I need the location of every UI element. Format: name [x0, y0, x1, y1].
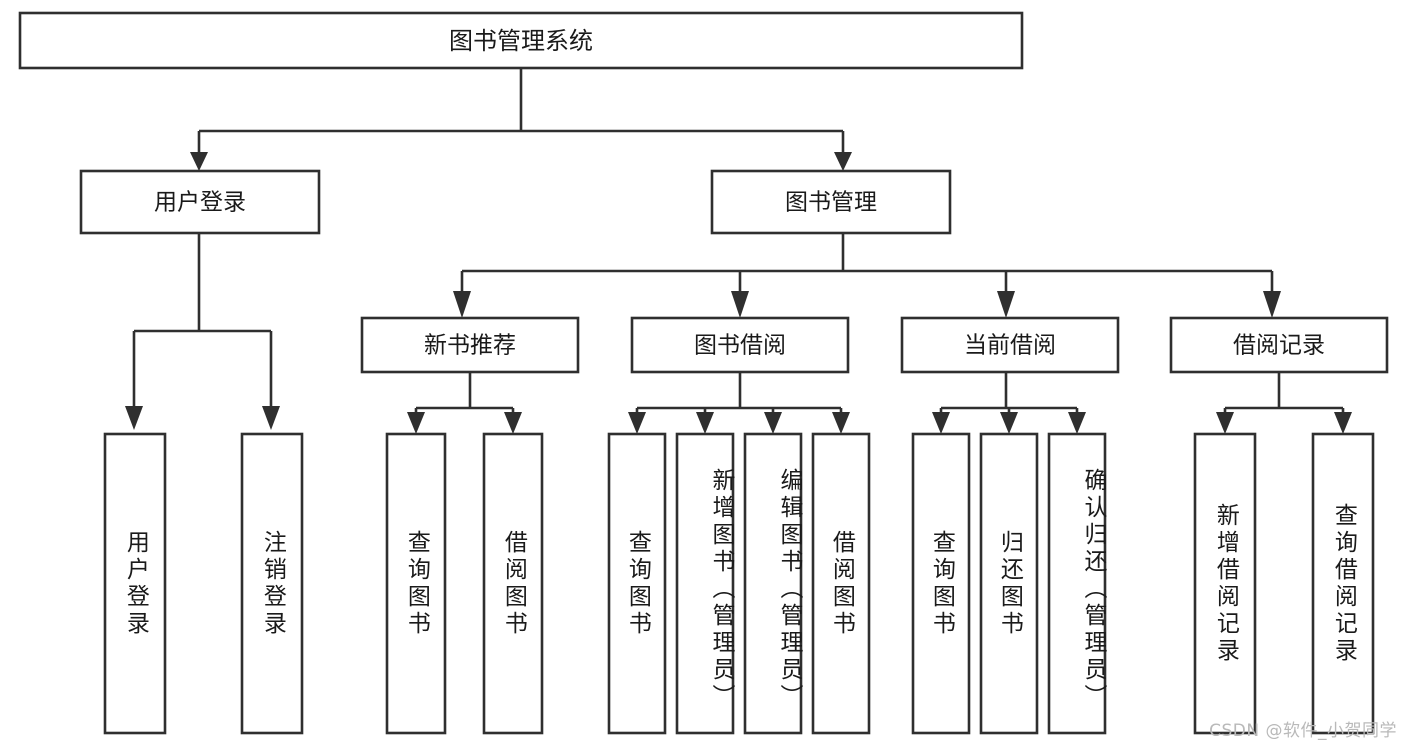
node-root-label: 图书管理系统 — [449, 27, 593, 55]
node-user-login[interactable]: 用户登录 — [79, 169, 321, 235]
leaf-box-add-record[interactable] — [1193, 432, 1257, 735]
node-current-borrow[interactable]: 当前借阅 — [900, 316, 1120, 374]
leaf-box-borrow-book-2[interactable] — [811, 432, 871, 735]
node-user-login-label: 用户登录 — [154, 190, 246, 216]
arrow-head-leaf-query-book-1 — [407, 412, 425, 434]
node-book-borrow[interactable]: 图书借阅 — [630, 316, 850, 374]
connector-layer — [125, 68, 1352, 434]
node-layer: 图书管理系统 用户登录 图书管理 新书推荐 图书借阅 — [18, 11, 1389, 735]
node-new-book-rec-label: 新书推荐 — [424, 333, 516, 359]
node-borrow-record[interactable]: 借阅记录 — [1169, 316, 1389, 374]
node-root[interactable]: 图书管理系统 — [18, 11, 1024, 70]
node-current-borrow-label: 当前借阅 — [964, 333, 1056, 359]
node-book-borrow-label: 图书借阅 — [694, 333, 786, 359]
arrow-head-leaf-user-login — [125, 406, 143, 430]
arrow-head-leaf-add-record — [1216, 412, 1234, 434]
node-new-book-rec-box[interactable] — [360, 316, 580, 374]
node-user-login-box[interactable] — [79, 169, 321, 235]
arrow-head-book-manage — [834, 152, 852, 171]
arrow-head-leaf-logout — [262, 406, 280, 430]
node-book-manage-box[interactable] — [710, 169, 952, 235]
node-book-borrow-box[interactable] — [630, 316, 850, 374]
arrow-head-leaf-edit-book — [764, 412, 782, 434]
arrow-head-leaf-return-book — [1000, 412, 1018, 434]
arrow-head-book-borrow — [731, 291, 749, 318]
arrow-head-borrow-record — [1263, 291, 1281, 318]
arrow-head-leaf-confirm-return — [1068, 412, 1086, 434]
node-book-manage-label: 图书管理 — [785, 190, 877, 216]
leaf-box-edit-book[interactable] — [743, 432, 803, 735]
leaf-box-user-login[interactable] — [103, 432, 167, 735]
arrow-head-leaf-borrow-book-2 — [832, 412, 850, 434]
node-borrow-record-label: 借阅记录 — [1233, 333, 1325, 359]
leaf-box-query-record[interactable] — [1311, 432, 1375, 735]
leaf-box-borrow-book-1[interactable] — [482, 432, 544, 735]
arrow-head-leaf-query-book-2 — [628, 412, 646, 434]
arrow-head-current-borrow — [997, 291, 1015, 318]
leaf-box-add-book[interactable] — [675, 432, 735, 735]
arrow-head-leaf-query-record — [1334, 412, 1352, 434]
arrow-head-new-book-rec — [453, 291, 471, 318]
arrow-head-leaf-add-book — [696, 412, 714, 434]
node-new-book-rec[interactable]: 新书推荐 — [360, 316, 580, 374]
leaf-box-query-book-2[interactable] — [607, 432, 667, 735]
watermark-text: CSDN @软件_小贺同学 — [1209, 721, 1397, 741]
node-book-manage[interactable]: 图书管理 — [710, 169, 952, 235]
leaf-box-confirm-return[interactable] — [1047, 432, 1107, 735]
arrow-head-user-login — [190, 152, 208, 171]
leaf-box-layer — [103, 432, 1375, 735]
leaf-box-logout[interactable] — [240, 432, 304, 735]
leaf-box-return-book[interactable] — [979, 432, 1039, 735]
arrow-head-leaf-query-book-3 — [932, 412, 950, 434]
arrow-head-leaf-borrow-book-1 — [504, 412, 522, 434]
node-current-borrow-box[interactable] — [900, 316, 1120, 374]
node-root-box[interactable] — [18, 11, 1024, 70]
node-borrow-record-box[interactable] — [1169, 316, 1389, 374]
leaf-box-query-book-3[interactable] — [911, 432, 971, 735]
leaf-box-query-book-1[interactable] — [385, 432, 447, 735]
